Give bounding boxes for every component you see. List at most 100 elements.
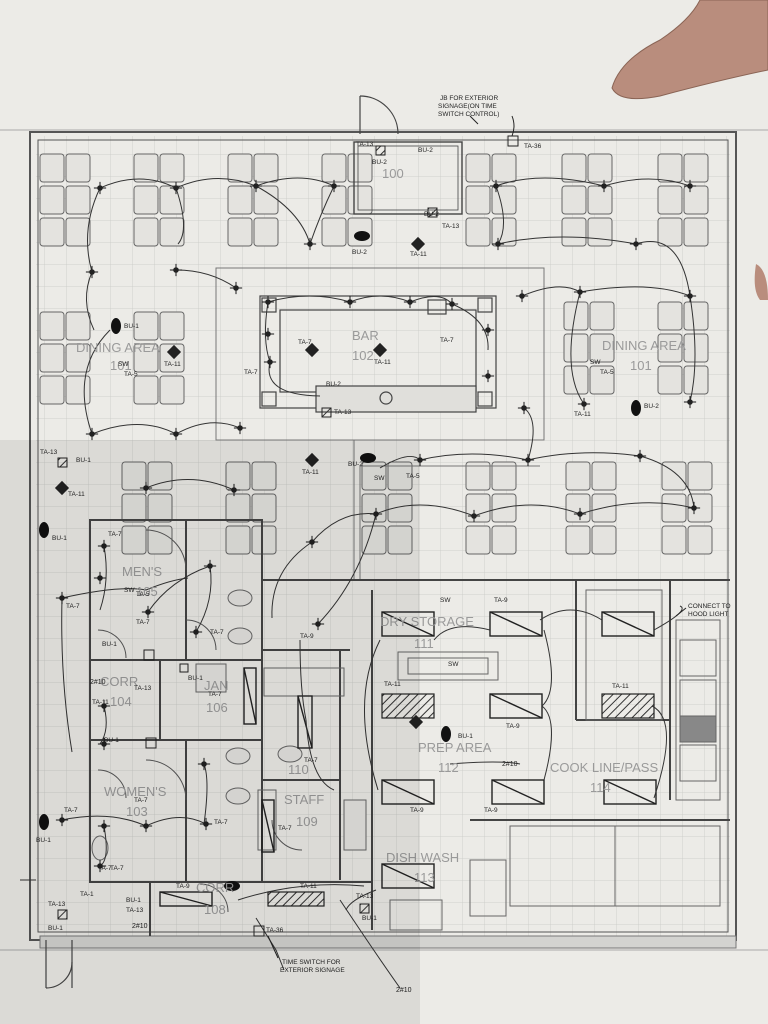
dining-seat [565, 525, 591, 555]
dining-seat [253, 185, 279, 215]
dining-seat [159, 153, 185, 183]
door-swings [97, 529, 303, 913]
dining-seat [465, 217, 491, 247]
room-dining-right-no: 101 [630, 358, 652, 373]
room-dining-right: DINING AREA [602, 338, 686, 353]
dining-seat [589, 301, 615, 331]
note-jb-2: SIGNAGE(ON TIME [438, 103, 497, 110]
dining-seat [133, 217, 159, 247]
tag: TA-13 [356, 141, 374, 148]
dining-seat [563, 333, 589, 363]
dining-seat [491, 461, 517, 491]
room-corr2: CORR [196, 880, 234, 895]
tag: TA-9 [506, 723, 520, 730]
dining-seat [661, 461, 687, 491]
dining-seat [491, 525, 517, 555]
dining-seat [65, 153, 91, 183]
dining-seat [347, 153, 373, 183]
dining-seat [39, 185, 65, 215]
dining-seat [39, 375, 65, 405]
tag: BU-1 [102, 641, 117, 648]
room-bar-no: 102 [352, 348, 374, 363]
tag: TA-5 [600, 369, 614, 376]
entry-door-bottom [45, 940, 73, 989]
tag: TA-7 [304, 757, 318, 764]
tag: TA-11 [300, 883, 317, 890]
dining-furniture [39, 153, 713, 555]
room-jan-no: 106 [206, 700, 228, 715]
room-womens-no: 103 [126, 804, 148, 819]
dining-seat [661, 493, 687, 523]
dining-seat [251, 493, 277, 523]
toilet-fixtures [91, 589, 367, 861]
room-corr2-no: 108 [204, 902, 226, 917]
tag: BU-1 [52, 535, 67, 542]
dining-seat [121, 461, 147, 491]
dining-seat [387, 493, 413, 523]
tag: TA-9 [484, 807, 498, 814]
dining-seat [133, 311, 159, 341]
dining-seat [465, 461, 491, 491]
bottom-wall-band [39, 935, 737, 949]
dining-seat [657, 365, 683, 395]
dining-seat [39, 311, 65, 341]
tag: SW [440, 597, 451, 604]
dining-seat [159, 375, 185, 405]
room-prep-area: PREP AREA [418, 740, 492, 755]
dining-seat [121, 493, 147, 523]
dining-seat [683, 333, 709, 363]
battery-unit-symbols [39, 231, 641, 891]
tag: TA-7 [98, 865, 112, 872]
exit-light-icon [372, 342, 388, 358]
dining-seat [465, 185, 491, 215]
tag: BU-1 [188, 675, 203, 682]
tag: TA-13 [48, 901, 66, 908]
tag: BU-2 [424, 211, 439, 218]
tag: TA-9 [410, 807, 424, 814]
room-mens: MEN'S [122, 564, 162, 579]
tag: TA-11 [92, 699, 109, 706]
tag: BU-2 [326, 381, 341, 388]
tag: TA-7 [136, 619, 150, 626]
tag: TA-7 [108, 531, 122, 538]
dining-seat [591, 525, 617, 555]
tag: BU-2 [348, 461, 363, 468]
tag: TA-7 [208, 691, 222, 698]
dining-seat [465, 493, 491, 523]
tag: TA-5 [136, 591, 150, 598]
tag: SW [448, 661, 459, 668]
room-100: 100 [382, 166, 404, 181]
dining-seat [39, 217, 65, 247]
room-dining-left-no: 101 [110, 358, 132, 373]
tag: TA-11 [410, 251, 427, 258]
tag: TA-5 [406, 473, 420, 480]
dining-seat [591, 461, 617, 491]
dining-seat [65, 375, 91, 405]
room-dry-storage: DRY STORAGE [380, 614, 474, 629]
room-staff-no: 109 [296, 814, 318, 829]
dining-seat [227, 185, 253, 215]
tag: TA-13 [40, 449, 58, 456]
tag: TA-13 [134, 685, 152, 692]
tag: TA-7 [66, 603, 80, 610]
note-jb-1: JB FOR EXTERIOR [440, 95, 498, 102]
tag: BU-2 [644, 403, 659, 410]
dining-seat [687, 461, 713, 491]
tag: BU-2 [418, 147, 433, 154]
dining-seat [683, 185, 709, 215]
dining-seat [587, 185, 613, 215]
tag: TA-13 [334, 409, 352, 416]
dining-seat [133, 185, 159, 215]
device-tags: TA-36 TA-13 BU-2 BU-2 BU-2 TA-13 BU-2 TA… [36, 141, 659, 934]
dining-seat [225, 493, 251, 523]
room-dish-wash: DISH WASH [386, 850, 459, 865]
photo-shade [0, 440, 420, 1024]
dining-seat [227, 217, 253, 247]
room-110: 110 [288, 762, 309, 777]
dining-seat [253, 153, 279, 183]
note-hood-2: HOOD LIGHT [688, 611, 728, 618]
dining-seat [361, 525, 387, 555]
dining-seat [133, 343, 159, 373]
tag: BU-1 [76, 457, 91, 464]
